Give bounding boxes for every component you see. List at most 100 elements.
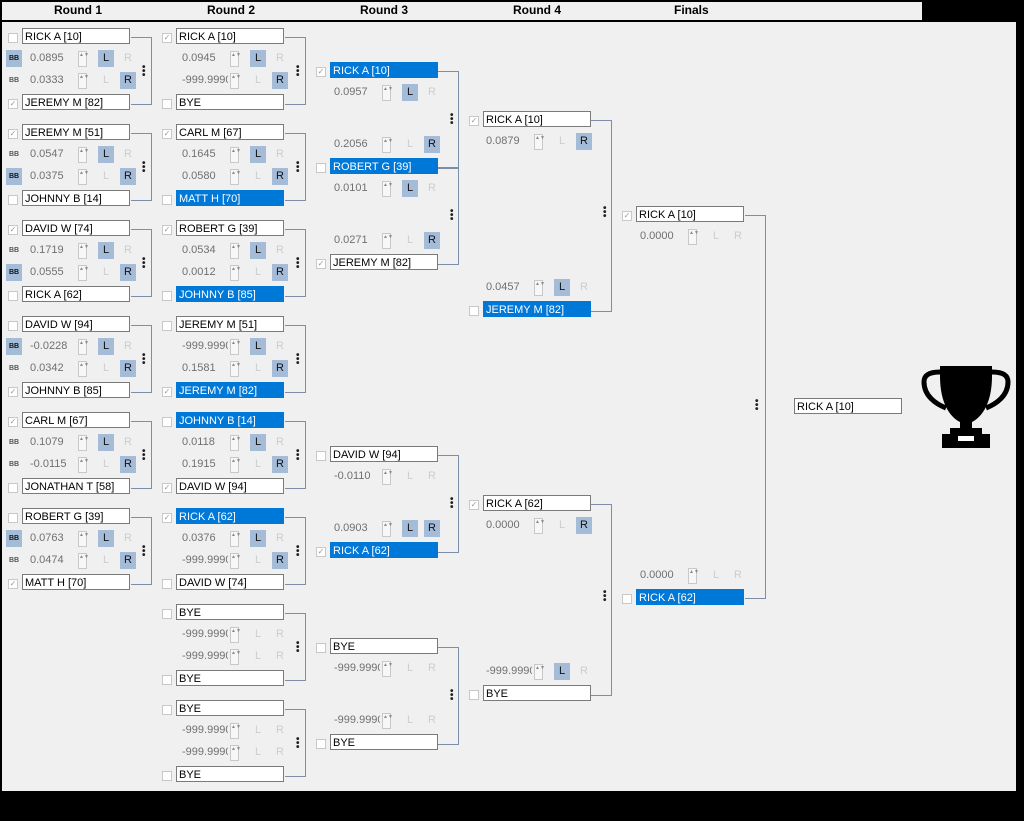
more-options-icon[interactable]: ••• (603, 587, 607, 606)
score-input[interactable]: 0.1719 (30, 244, 64, 256)
score-spinner[interactable]: ▲▼ (230, 553, 241, 569)
score-input[interactable]: -999.9990 (182, 650, 228, 662)
more-options-icon[interactable]: ••• (296, 638, 300, 657)
right-pick-button[interactable]: R (276, 746, 284, 758)
right-pick-button[interactable]: R (276, 724, 284, 736)
right-pick-button[interactable]: R (124, 52, 132, 64)
left-pick-button[interactable]: L (254, 724, 262, 736)
score-input[interactable]: -0.0110 (334, 470, 371, 482)
score-input[interactable]: 0.0534 (182, 244, 216, 256)
left-pick-button[interactable]: L (98, 50, 114, 67)
score-input[interactable]: 0.0101 (334, 182, 368, 194)
player-name-field[interactable]: BYE (176, 766, 284, 782)
score-spinner[interactable]: ▲▼ (382, 137, 393, 153)
left-pick-button[interactable]: L (102, 362, 110, 374)
score-spinner[interactable]: ▲▼ (230, 339, 241, 355)
advance-checkbox[interactable] (469, 306, 479, 316)
player-name-field[interactable]: RICK A [10] (636, 206, 744, 222)
player-name-field[interactable]: JONATHAN T [58] (22, 478, 130, 494)
advance-checkbox[interactable] (469, 690, 479, 700)
score-spinner[interactable]: ▲▼ (78, 265, 89, 281)
player-name-field[interactable]: DAVID W [94] (176, 478, 284, 494)
right-pick-button[interactable]: R (734, 230, 742, 242)
left-pick-button[interactable]: L (254, 266, 262, 278)
left-pick-button[interactable]: L (406, 234, 414, 246)
advance-checkbox[interactable] (162, 417, 172, 427)
player-name-field[interactable]: JEREMY M [51] (22, 124, 130, 140)
player-name-field[interactable]: BYE (330, 638, 438, 654)
left-pick-button[interactable]: L (102, 266, 110, 278)
right-pick-button[interactable]: R (428, 86, 436, 98)
advance-checkbox[interactable]: ✓ (622, 211, 632, 221)
score-input[interactable]: 0.0763 (30, 532, 64, 544)
left-pick-button[interactable]: L (98, 146, 114, 163)
score-input[interactable]: 0.0000 (486, 519, 520, 531)
more-options-icon[interactable]: ••• (142, 350, 146, 369)
player-name-field[interactable]: JOHNNY B [85] (22, 382, 130, 398)
left-pick-button[interactable]: L (558, 135, 566, 147)
more-options-icon[interactable]: ••• (296, 446, 300, 465)
advance-checkbox[interactable] (8, 291, 18, 301)
advance-checkbox[interactable]: ✓ (469, 500, 479, 510)
advance-checkbox[interactable]: ✓ (469, 116, 479, 126)
left-pick-button[interactable]: L (254, 362, 262, 374)
player-name-field[interactable]: DAVID W [94] (22, 316, 130, 332)
advance-checkbox[interactable] (316, 739, 326, 749)
score-input[interactable]: 0.1079 (30, 436, 64, 448)
player-name-field[interactable]: JEREMY M [82] (330, 254, 438, 270)
player-name-field[interactable]: DAVID W [94] (330, 446, 438, 462)
right-pick-button[interactable]: R (580, 281, 588, 293)
score-spinner[interactable]: ▲▼ (230, 745, 241, 761)
advance-checkbox[interactable]: ✓ (162, 483, 172, 493)
advance-checkbox[interactable]: ✓ (8, 579, 18, 589)
player-name-field[interactable]: MATT H [70] (22, 574, 130, 590)
bb-button[interactable]: BB (8, 557, 20, 564)
score-spinner[interactable]: ▲▼ (230, 457, 241, 473)
left-pick-button[interactable]: L (402, 84, 418, 101)
left-pick-button[interactable]: L (254, 628, 262, 640)
left-pick-button[interactable]: L (254, 650, 262, 662)
right-pick-button[interactable]: R (272, 360, 288, 377)
advance-checkbox[interactable]: ✓ (316, 547, 326, 557)
score-input[interactable]: -999.9990 (182, 628, 228, 640)
more-options-icon[interactable]: ••• (296, 254, 300, 273)
advance-checkbox[interactable] (162, 291, 172, 301)
score-spinner[interactable]: ▲▼ (230, 435, 241, 451)
player-name-field[interactable]: JEREMY M [82] (22, 94, 130, 110)
player-name-field[interactable]: RICK A [62] (176, 508, 284, 524)
left-pick-button[interactable]: L (102, 458, 110, 470)
score-input[interactable]: 0.0000 (640, 569, 674, 581)
advance-checkbox[interactable]: ✓ (162, 513, 172, 523)
advance-checkbox[interactable] (162, 321, 172, 331)
right-pick-button[interactable]: R (276, 52, 284, 64)
right-pick-button[interactable]: R (276, 650, 284, 662)
left-pick-button[interactable]: L (712, 230, 720, 242)
left-pick-button[interactable]: L (250, 146, 266, 163)
right-pick-button[interactable]: R (272, 168, 288, 185)
bb-button[interactable]: BB (6, 530, 22, 547)
more-options-icon[interactable]: ••• (142, 158, 146, 177)
score-input[interactable]: -999.9990 (486, 665, 532, 677)
advance-checkbox[interactable]: ✓ (8, 225, 18, 235)
score-spinner[interactable]: ▲▼ (688, 229, 699, 245)
score-spinner[interactable]: ▲▼ (382, 661, 393, 677)
bb-button[interactable]: BB (8, 77, 20, 84)
score-spinner[interactable]: ▲▼ (230, 169, 241, 185)
more-options-icon[interactable]: ••• (603, 203, 607, 222)
advance-checkbox[interactable]: ✓ (162, 33, 172, 43)
score-spinner[interactable]: ▲▼ (534, 280, 545, 296)
left-pick-button[interactable]: L (254, 170, 262, 182)
score-spinner[interactable]: ▲▼ (230, 73, 241, 89)
more-options-icon[interactable]: ••• (450, 686, 454, 705)
more-options-icon[interactable]: ••• (450, 494, 454, 513)
left-pick-button[interactable]: L (712, 569, 720, 581)
score-input[interactable]: 0.0271 (334, 234, 368, 246)
bb-button[interactable]: BB (8, 461, 20, 468)
score-input[interactable]: 0.0580 (182, 170, 216, 182)
player-name-field[interactable]: RICK A [62] (330, 542, 438, 558)
left-pick-button[interactable]: L (406, 714, 414, 726)
score-spinner[interactable]: ▲▼ (534, 518, 545, 534)
left-pick-button[interactable]: L (102, 554, 110, 566)
right-pick-button[interactable]: R (120, 456, 136, 473)
left-pick-button[interactable]: L (402, 180, 418, 197)
